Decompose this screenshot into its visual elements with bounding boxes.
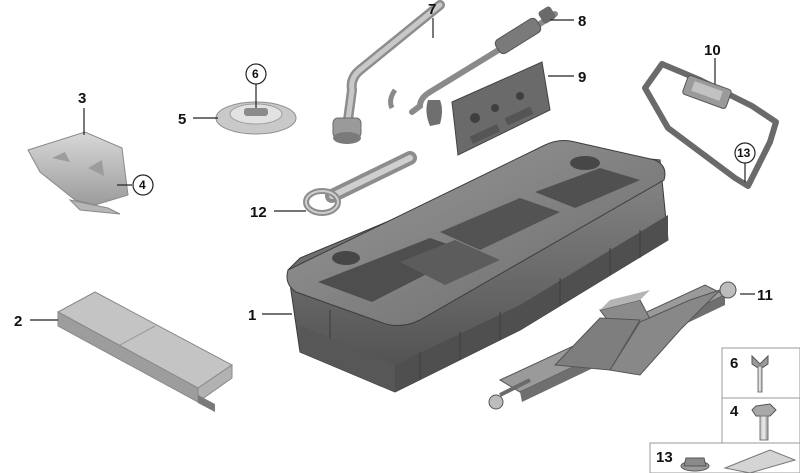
towing-eye-icon [303, 151, 417, 216]
spare-tool-tray-icon [286, 140, 669, 393]
callout-6-circle [245, 63, 267, 85]
callout-6: 6 [252, 67, 259, 81]
wing-screw-icon [751, 354, 769, 393]
callout-2: 2 [14, 313, 22, 330]
holder-bracket-icon [27, 131, 129, 215]
tool-plate-icon [451, 61, 551, 156]
callout-5: 5 [178, 111, 186, 128]
callout-3: 3 [78, 90, 86, 107]
scissor-jack-icon [488, 281, 737, 410]
legend-box: 6 4 13 [649, 347, 800, 473]
callout-12: 12 [250, 204, 267, 221]
callout-11: 11 [757, 287, 773, 304]
clamping-washer-icon [215, 101, 297, 135]
hex-bolt-icon [751, 403, 777, 441]
shim-wedge-icon [723, 449, 797, 473]
callout-labels: 1 2 3 4 5 6 7 8 9 10 11 12 13 [14, 1, 773, 330]
legend-label-4: 4 [730, 403, 739, 420]
callout-8: 8 [578, 13, 586, 30]
callout-7: 7 [428, 1, 436, 18]
tension-strap-icon [642, 61, 779, 189]
legend-label-6: 6 [730, 355, 738, 372]
callout-4: 4 [139, 178, 146, 192]
callout-10: 10 [704, 42, 721, 59]
callout-4-circle [132, 174, 154, 196]
flange-nut-icon [680, 457, 710, 472]
screwdriver-icon [388, 6, 558, 126]
legend-label-13: 13 [656, 449, 673, 466]
callout-13: 13 [737, 146, 751, 160]
callout-13-circle [734, 142, 756, 164]
callout-1: 1 [248, 307, 256, 324]
wheel-wrench-icon [332, 0, 445, 144]
callout-9: 9 [578, 69, 586, 86]
leader-lines [30, 18, 755, 321]
foam-pad-icon [56, 291, 233, 412]
